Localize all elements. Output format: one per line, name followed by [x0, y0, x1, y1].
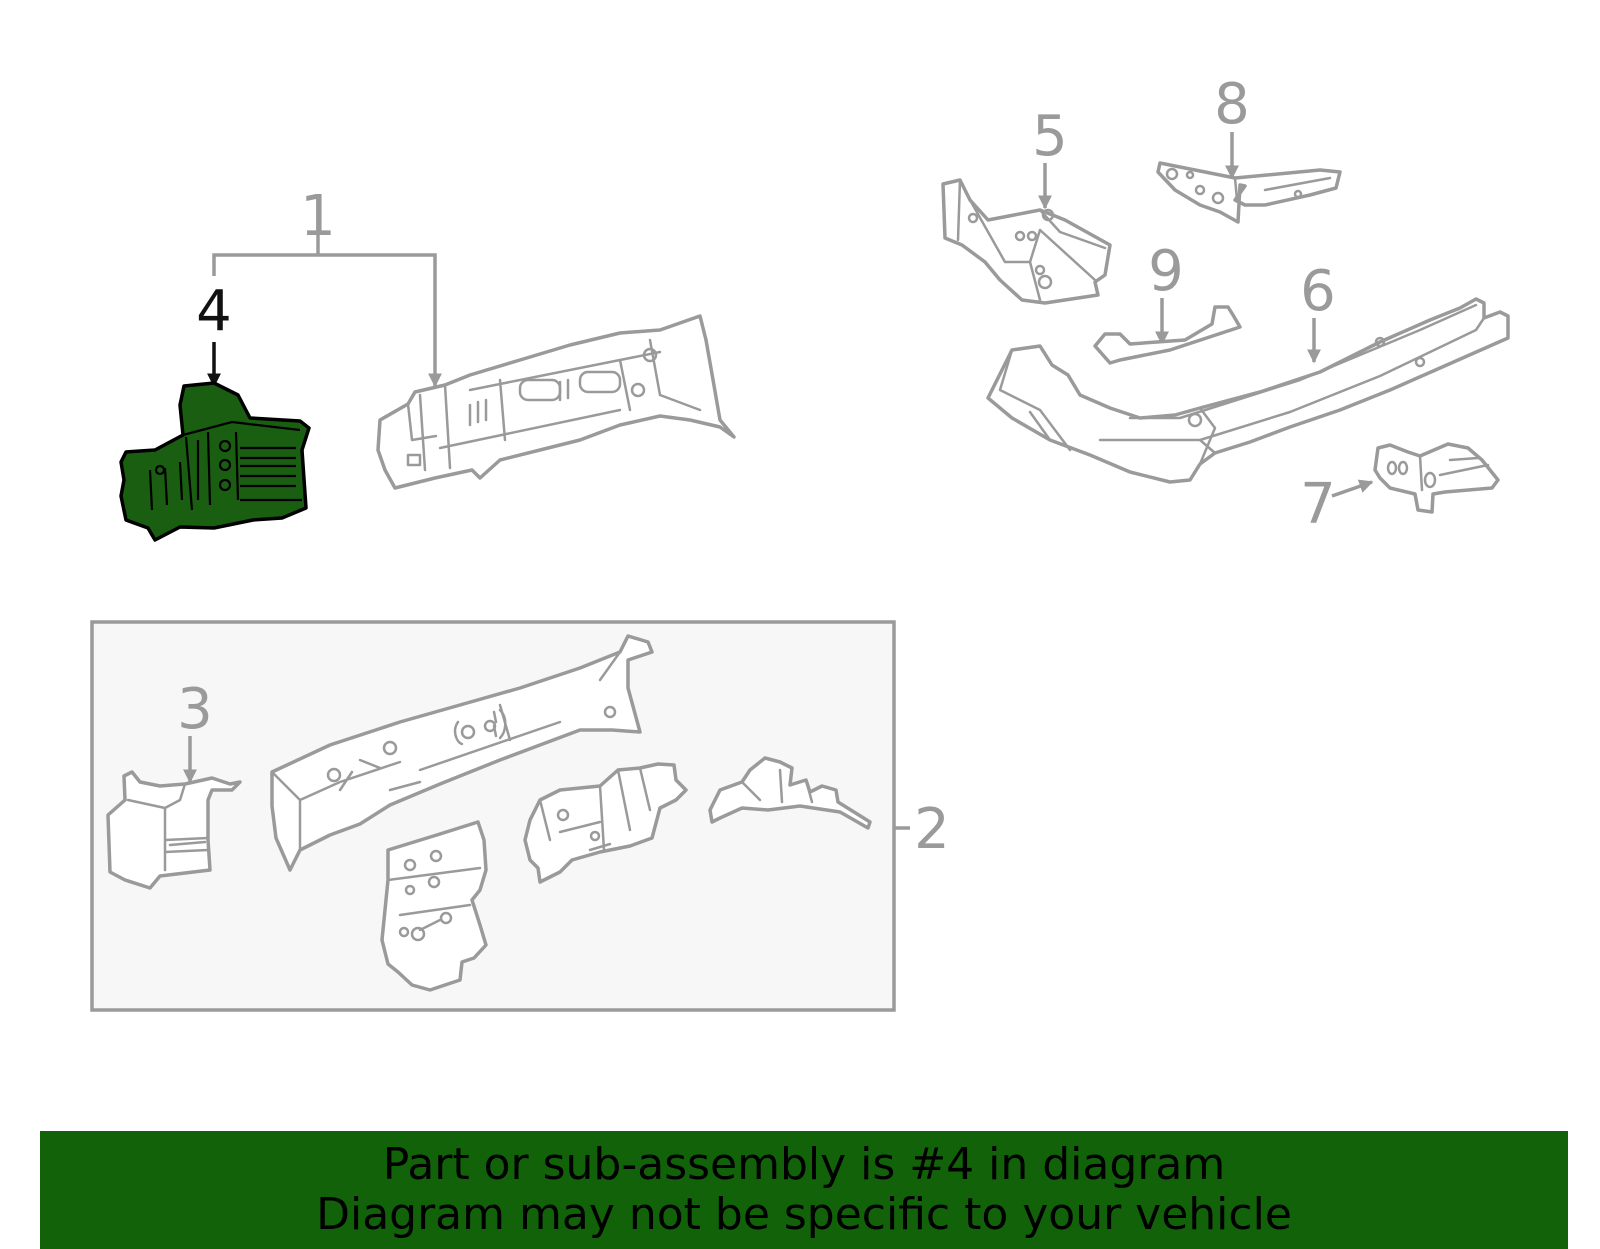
callout-5: 5	[1032, 104, 1068, 169]
banner-line-1: Part or sub-assembly is #4 in diagram	[382, 1139, 1226, 1190]
part-2-small-bracket[interactable]	[708, 756, 872, 830]
part-5-bracket[interactable]	[941, 178, 1112, 305]
part-4-highlighted[interactable]	[119, 381, 311, 542]
part-6-crossmember[interactable]	[986, 297, 1510, 484]
callout-9: 9	[1148, 239, 1184, 304]
callout-7: 7	[1300, 472, 1336, 537]
part-3-bracket[interactable]	[106, 770, 242, 890]
banner-line-2: Diagram may not be specific to your vehi…	[316, 1189, 1292, 1240]
part-2-lower-plate[interactable]	[380, 820, 488, 992]
callout-7-leader	[1331, 479, 1374, 498]
callout-1: 1	[300, 184, 336, 249]
notice-banner: Part or sub-assembly is #4 in diagram Di…	[40, 1131, 1568, 1249]
part-1-frame-rail[interactable]	[376, 314, 736, 490]
part-2-rail-inner[interactable]	[270, 634, 654, 872]
assembly-2-inset	[90, 620, 910, 1012]
callout-3: 3	[177, 677, 213, 742]
callout-1-bracket	[212, 234, 442, 388]
part-8-bracket[interactable]	[1156, 161, 1342, 224]
callout-2: 2	[914, 797, 950, 862]
part-9-plate[interactable]	[1093, 305, 1242, 365]
callout-8: 8	[1214, 72, 1250, 137]
part-2-middle-bracket[interactable]	[523, 762, 688, 884]
part-7-bracket[interactable]	[1373, 442, 1500, 514]
callout-4: 4	[196, 279, 232, 344]
callout-6: 6	[1300, 259, 1336, 324]
